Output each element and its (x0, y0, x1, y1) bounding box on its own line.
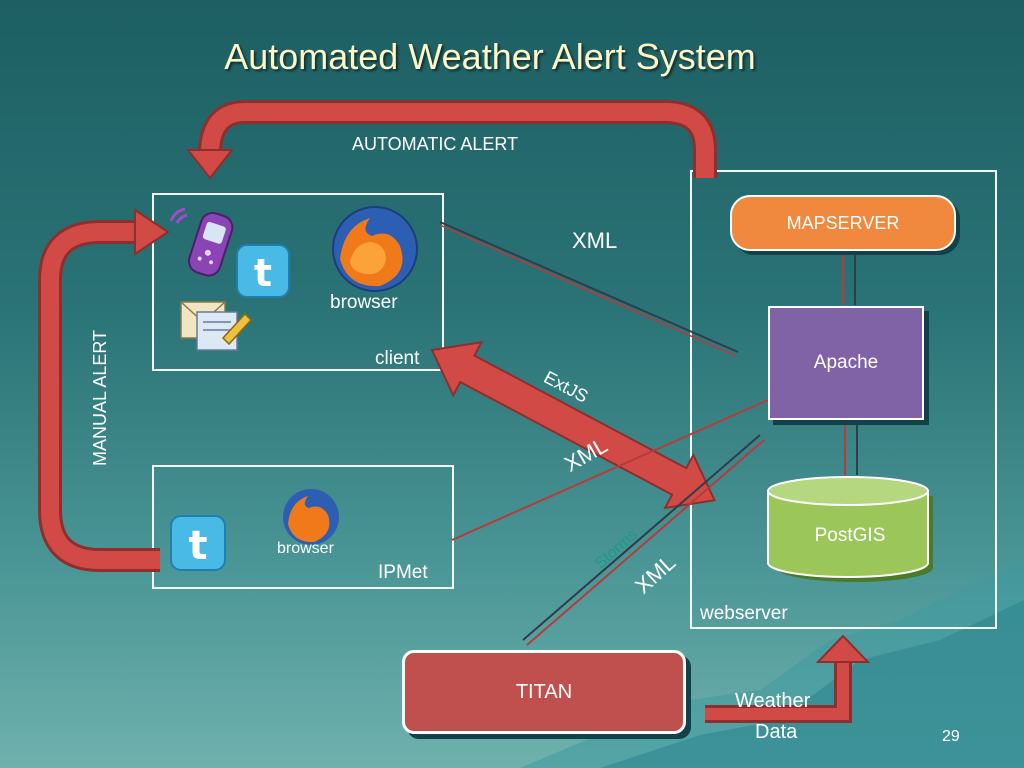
page-number: 29 (942, 728, 960, 745)
email-icon (180, 301, 253, 351)
extjs-double-arrow (430, 340, 717, 510)
mobile-phone-icon (169, 207, 234, 277)
ipmet-label: IPMet (378, 562, 428, 583)
webserver-box (690, 170, 997, 629)
apache-node: Apache (768, 306, 924, 420)
postgis-node (767, 476, 933, 582)
postgis-label: PostGIS (814, 525, 886, 546)
client-box (152, 193, 444, 371)
twitter-icon: t (236, 244, 290, 298)
mapserver-node: MAPSERVER (730, 195, 956, 251)
svg-text:t: t (188, 523, 207, 569)
slide-title: Automated Weather Alert System (224, 36, 756, 77)
ipmet-box (152, 465, 454, 589)
webserver-label: webserver (700, 603, 788, 624)
xml-label-top: XML (572, 228, 618, 253)
weather-data-label-1: Weather (735, 690, 811, 712)
firefox-icon (332, 206, 418, 292)
client-label: client (375, 348, 420, 369)
titan-node: TITAN (402, 650, 686, 734)
weather-data-label-2: Data (755, 721, 798, 743)
twitter-icon: t (170, 515, 226, 571)
manual-alert-label: MANUAL ALERT (90, 329, 110, 466)
ipmet-browser-label: browser (277, 540, 334, 557)
automatic-alert-label: AUTOMATIC ALERT (352, 134, 519, 154)
firefox-icon (283, 489, 339, 545)
client-browser-label: browser (330, 292, 398, 313)
svg-text:t: t (254, 251, 272, 295)
